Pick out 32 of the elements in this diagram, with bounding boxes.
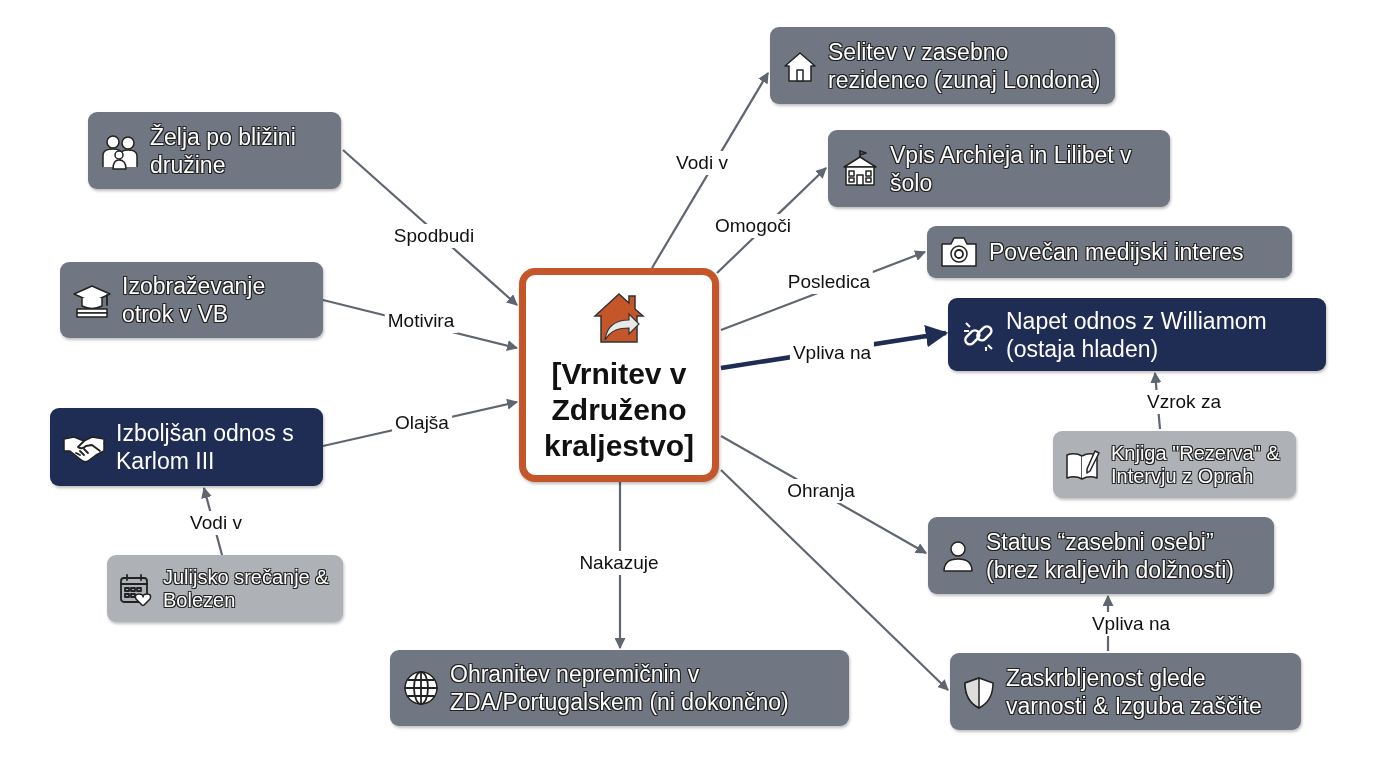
node-text: Izboljšan odnos s Karlom III <box>116 419 295 475</box>
node-text: Povečan medijski interes <box>989 238 1244 266</box>
topic-title: [Vrnitev v Združeno kraljestvo] <box>542 356 696 464</box>
central-topic-box <box>519 268 719 482</box>
concept-box <box>60 262 323 338</box>
node-text: Želja po bližini družine <box>150 122 297 179</box>
concept-box <box>770 27 1115 104</box>
edge-label: Vodi v <box>187 511 245 535</box>
node-text: Ohranitev nepremičnin v ZDA/Portugalskem (ni dokončno) <box>450 660 790 716</box>
concept-box <box>828 130 1170 207</box>
concept-box <box>927 226 1292 278</box>
node-text: Izobraževanje otrok v VB <box>122 272 267 328</box>
arrow <box>720 469 949 691</box>
arrow <box>651 72 769 269</box>
concept-box <box>928 517 1274 594</box>
node-text: Napet odnos z Williamom (ostaja hladen) <box>1006 306 1268 363</box>
concept-box <box>50 408 323 486</box>
concept-box <box>88 112 341 189</box>
concept-box <box>390 650 849 726</box>
concept-box <box>1053 431 1296 498</box>
concept-box <box>950 653 1301 730</box>
edge-label: Vzrok za <box>1144 390 1224 414</box>
concept-box <box>107 555 343 622</box>
node-text: Selitev v zasebno rezidenco (zunaj Londona) <box>828 37 1102 94</box>
edge-label: Vodi v <box>673 151 731 175</box>
node-text: Julijsko srečanje & Bolezen <box>163 565 330 612</box>
node-text: Zaskrbljenost glede varnosti & Izguba zaščite <box>1006 663 1263 720</box>
node-text: Vpis Archieja in Lilibet v šolo <box>890 140 1133 197</box>
edge-label: Vpliva na <box>789 341 875 365</box>
concept-box <box>948 298 1326 371</box>
node-text: Status “zasebni osebi” (brez kraljevih dolžnosti) <box>986 527 1235 584</box>
node-text: Knjiga "Rezerva" & Intervju z Oprah <box>1111 441 1281 488</box>
